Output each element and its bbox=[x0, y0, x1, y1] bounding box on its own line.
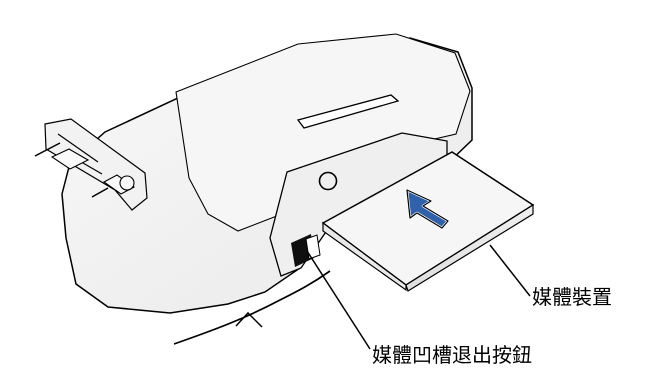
eject-button-leader bbox=[306, 250, 371, 350]
media-device-leader bbox=[489, 244, 531, 297]
rear-knob bbox=[119, 175, 135, 191]
eject-button-icon bbox=[318, 171, 338, 191]
media-device-label: 媒體裝置 bbox=[532, 285, 612, 309]
media-bay-eject-button-label: 媒體凹槽退出按鈕 bbox=[372, 343, 532, 367]
rear-port bbox=[50, 148, 90, 170]
media-device-front-side bbox=[405, 203, 534, 292]
cable-kink bbox=[235, 311, 263, 328]
cable-line-2 bbox=[91, 187, 109, 198]
cable-swoosh bbox=[173, 270, 331, 345]
top-slot bbox=[296, 94, 400, 129]
insert-arrow-icon bbox=[405, 188, 450, 230]
media-device-left-side bbox=[322, 221, 407, 292]
rear-detail-line bbox=[57, 133, 99, 163]
eject-slot-inner bbox=[305, 234, 321, 260]
cable-line-1 bbox=[34, 142, 61, 157]
